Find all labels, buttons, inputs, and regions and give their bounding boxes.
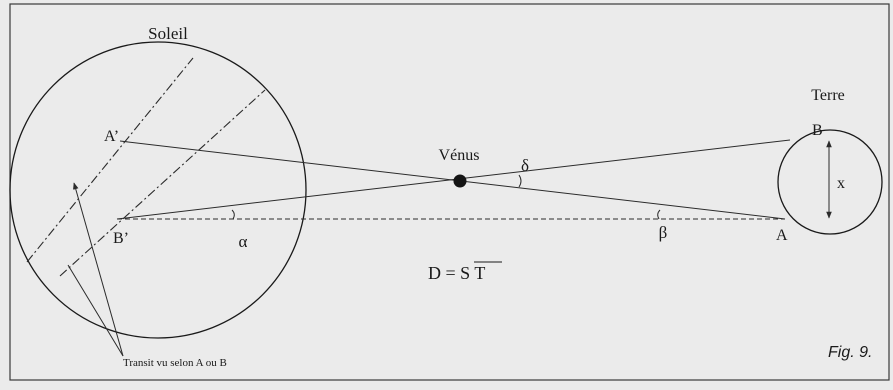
earth-label: Terre [811, 87, 845, 104]
distance-formula-rhs: S T [460, 263, 485, 283]
earth-circle [777, 129, 883, 235]
transit-caption: Transit vu selon A ou B [123, 357, 227, 369]
distance-formula: D = S T [428, 263, 485, 283]
point-b-label: B [812, 122, 823, 139]
point-a-label: A [776, 227, 788, 244]
beta-arc [657, 209, 661, 220]
venus-dot [453, 174, 467, 188]
sightline-b-to-b-prime [116, 139, 791, 220]
point-a-prime-label: A’ [104, 128, 119, 145]
figure-number: Fig. 9. [828, 344, 872, 361]
transit-pointer-a [73, 182, 124, 357]
x-label: x [837, 175, 845, 192]
sun-circle [9, 41, 307, 339]
alpha-label: α [239, 232, 248, 251]
figure-frame [9, 3, 890, 381]
transit-pointer-b [67, 264, 124, 357]
distance-formula-lhs: D = [428, 263, 460, 283]
delta-label: δ [521, 156, 529, 175]
transit-path-b [59, 89, 266, 277]
delta-arc [518, 174, 522, 188]
alpha-arc [231, 209, 235, 220]
beta-label: β [659, 223, 668, 242]
transit-path-a [26, 57, 194, 263]
point-b-prime-label: B’ [113, 230, 129, 247]
sun-label: Soleil [148, 24, 188, 43]
venus-label: Vénus [439, 147, 480, 164]
